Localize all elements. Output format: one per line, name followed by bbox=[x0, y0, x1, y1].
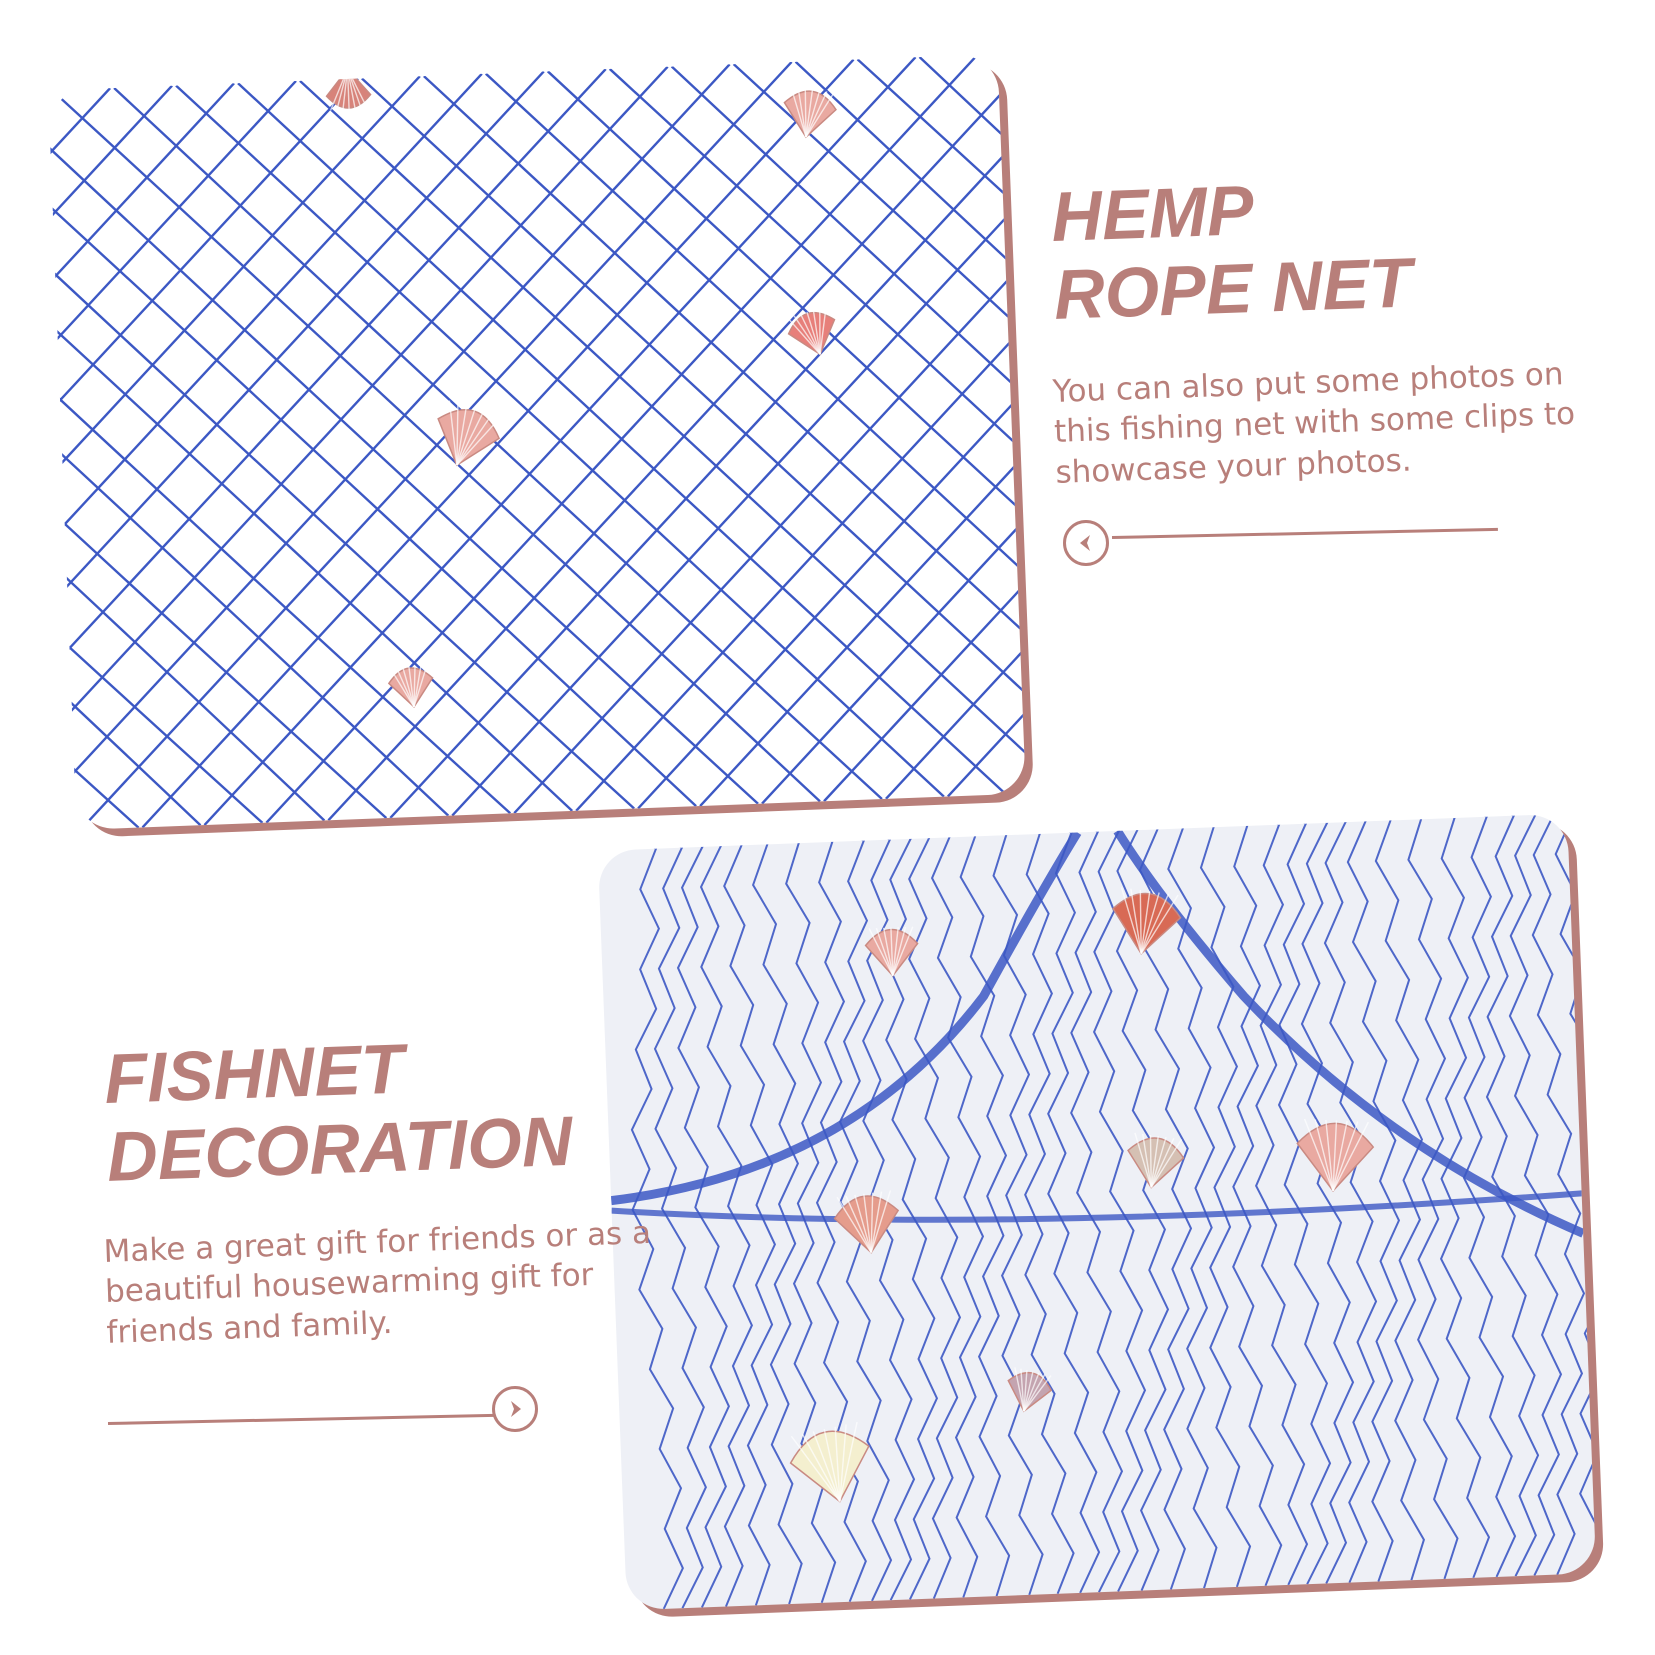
seashell bbox=[783, 86, 837, 139]
seashell bbox=[787, 305, 836, 356]
seashell bbox=[1007, 1367, 1053, 1413]
chevron-right-icon bbox=[511, 1401, 521, 1417]
next-arrow-button[interactable] bbox=[492, 1386, 538, 1432]
fishnet-description: Make a great gift for friends or as a be… bbox=[103, 1214, 652, 1351]
seashell bbox=[325, 67, 372, 111]
net-photo-flat bbox=[48, 54, 1026, 830]
seashell bbox=[437, 400, 502, 467]
chevron-left-icon bbox=[1080, 535, 1090, 551]
seashell bbox=[1127, 1132, 1185, 1189]
fishnet-decoration-heading: FISHNET DECORATION bbox=[103, 1024, 574, 1197]
net-photo-hanging bbox=[597, 813, 1597, 1611]
seashell bbox=[864, 926, 919, 977]
previous-arrow-button[interactable] bbox=[1063, 520, 1109, 566]
seashell bbox=[1112, 887, 1182, 955]
divider-line bbox=[107, 1413, 494, 1425]
seashell bbox=[789, 1421, 870, 1503]
hemp-heading-line1: HEMP bbox=[1050, 170, 1255, 256]
seashell bbox=[387, 663, 434, 708]
hemp-rope-net-heading: HEMP ROPE NET bbox=[1050, 166, 1413, 335]
seashell bbox=[833, 1190, 900, 1254]
divider-line bbox=[1111, 527, 1498, 539]
seashell bbox=[1296, 1118, 1375, 1192]
fishing-net-hanging-image bbox=[610, 813, 1597, 1610]
fishing-net-flat-image bbox=[48, 54, 1026, 830]
hemp-heading-line2: ROPE NET bbox=[1052, 243, 1414, 335]
hemp-description: You can also put some photos on this fis… bbox=[1052, 356, 1576, 491]
fishnet-heading-line2: DECORATION bbox=[105, 1102, 574, 1197]
